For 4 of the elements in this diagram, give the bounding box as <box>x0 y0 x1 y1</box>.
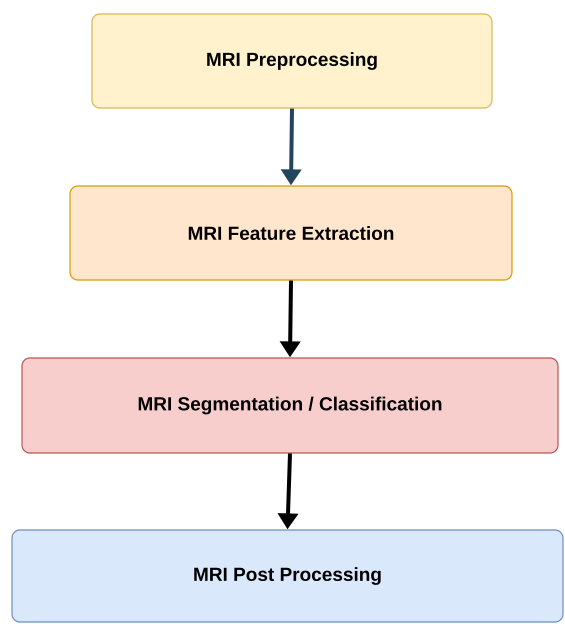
process-box: MRI Feature Extraction <box>69 185 513 281</box>
process-box: MRI Post Processing <box>11 529 564 623</box>
process-box: MRI Segmentation / Classification <box>21 357 559 454</box>
process-box: MRI Preprocessing <box>91 13 493 109</box>
